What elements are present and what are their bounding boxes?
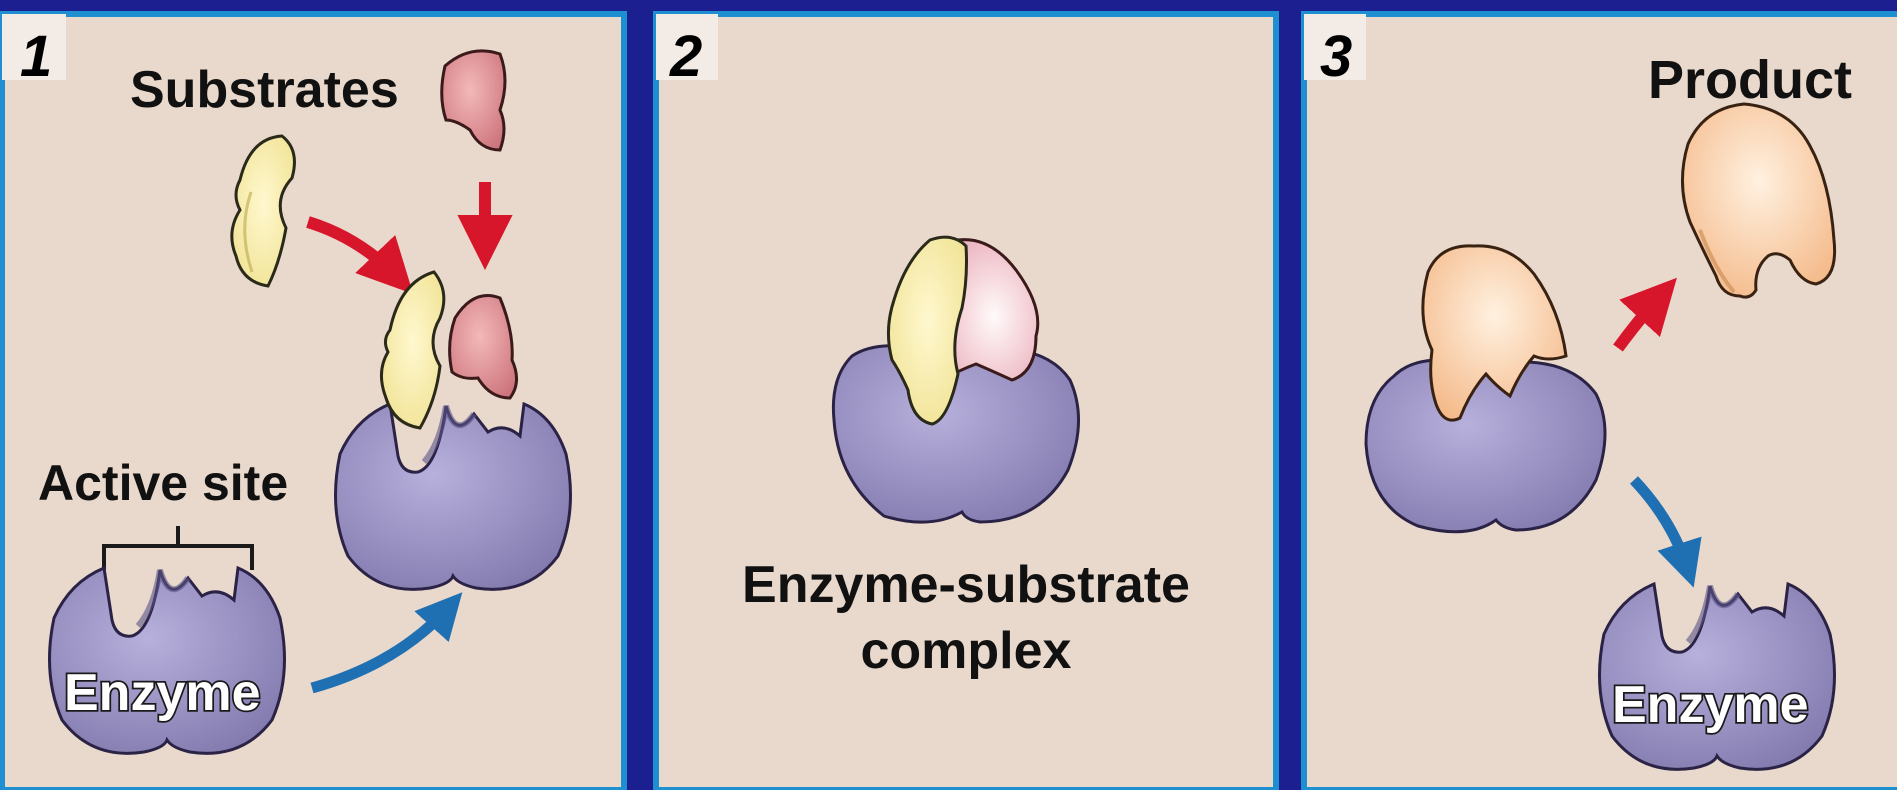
enzyme-with-product <box>1366 360 1605 532</box>
panel-2-number: 2 <box>669 24 702 89</box>
panel-2: 2 Enzyme-substrate complex <box>656 14 1276 790</box>
panel-1-number: 1 <box>20 24 52 89</box>
complex-label-line1: Enzyme-substrate <box>742 556 1190 614</box>
panel-3: 3 Product Enzyme <box>1304 14 1897 790</box>
enzyme-label-panel3: Enzyme <box>1612 676 1809 734</box>
panel-3-number: 3 <box>1320 24 1352 89</box>
enzyme-top <box>336 404 571 589</box>
active-site-label: Active site <box>38 455 288 511</box>
enzyme-label-panel1: Enzyme <box>64 664 261 722</box>
substrates-label: Substrates <box>130 61 399 119</box>
panel-1: 1 Substrates Active site Enzyme <box>2 14 624 790</box>
complex-label-line2: complex <box>861 622 1072 680</box>
enzyme-free-panel1 <box>50 568 285 753</box>
product-label: Product <box>1648 50 1852 110</box>
